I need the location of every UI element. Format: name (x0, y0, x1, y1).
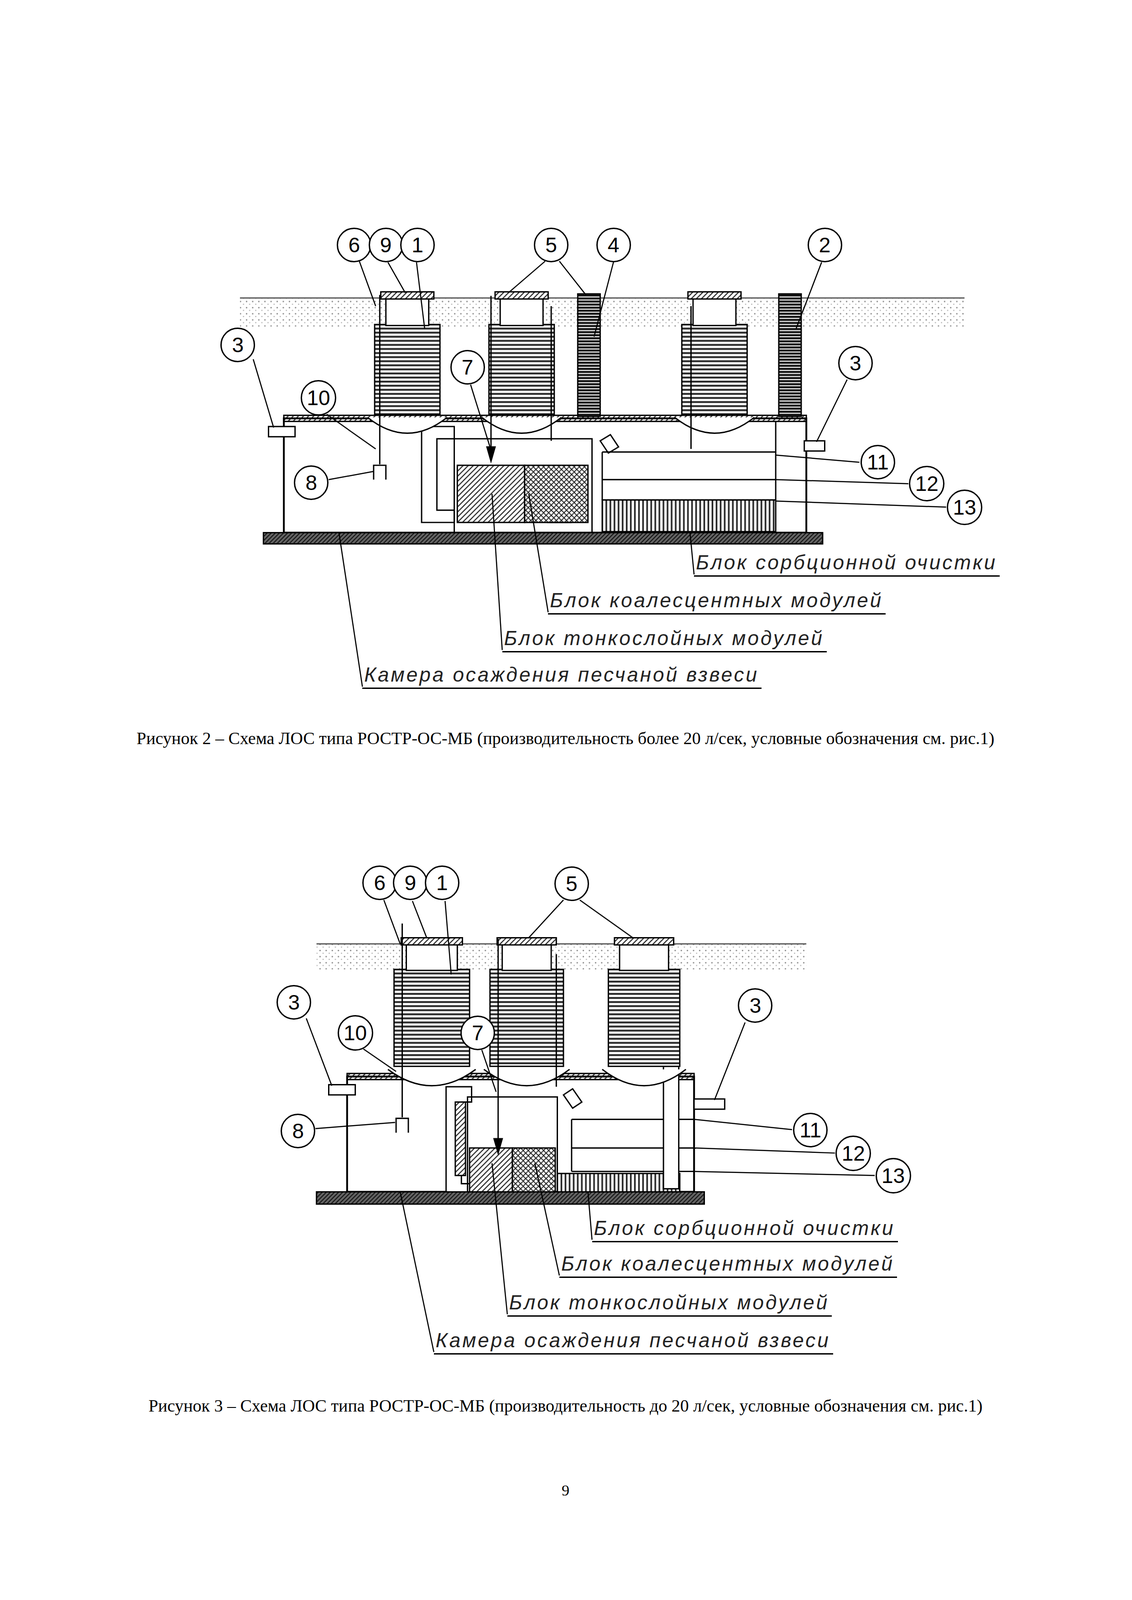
callout-circle: 3 (276, 985, 312, 1020)
block-label: Камера осаждения песчаной взвеси (362, 663, 762, 689)
block-label: Блок коалесцентных модулей (547, 589, 886, 615)
callout-number: 11 (799, 1119, 822, 1141)
callout-circle: 3 (838, 345, 873, 381)
callout-number: 3 (288, 991, 301, 1013)
callout-circle: 7 (460, 1015, 496, 1051)
block-label: Блок сорбционной очистки (693, 551, 1000, 577)
callout-circle: 1 (424, 865, 460, 901)
callout-circle: 8 (280, 1113, 316, 1149)
callout-number: 4 (607, 234, 620, 256)
callout-number: 9 (404, 872, 417, 894)
figure-caption: Рисунок 2 – Схема ЛОС типа РОСТР-ОС-МБ (… (127, 725, 1004, 751)
callout-circle: 10 (300, 380, 337, 416)
callout-number: 11 (866, 451, 889, 473)
callout-circle: 12 (835, 1135, 872, 1172)
page-number: 9 (561, 1481, 570, 1500)
callout-circle: 5 (533, 227, 569, 263)
figure-caption: Рисунок 3 – Схема ЛОС типа РОСТР-ОС-МБ (… (127, 1393, 1004, 1419)
callout-number: 9 (380, 234, 392, 256)
figure-3-leaders (306, 900, 875, 1353)
callout-number: 12 (915, 473, 939, 495)
callout-circle: 11 (860, 444, 896, 480)
callout-number: 10 (306, 387, 330, 409)
callout-circle: 3 (737, 988, 773, 1023)
callout-circle: 1 (400, 227, 435, 263)
block-label: Камера осаждения песчаной взвеси (433, 1329, 834, 1355)
callout-number: 1 (411, 234, 424, 256)
figure-2-leaders (253, 261, 947, 688)
callout-circle: 9 (368, 227, 404, 263)
callout-number: 5 (565, 873, 578, 895)
callout-circle: 4 (596, 227, 632, 263)
callout-number: 7 (471, 1022, 484, 1044)
callout-circle: 13 (875, 1158, 912, 1194)
callout-circle: 3 (220, 327, 256, 363)
callout-number: 13 (953, 496, 977, 518)
callout-circle: 13 (946, 489, 983, 526)
callout-number: 2 (819, 234, 831, 256)
callout-number: 3 (749, 995, 762, 1017)
callout-number: 7 (461, 356, 474, 378)
callout-number: 8 (305, 472, 318, 494)
callout-number: 13 (881, 1165, 905, 1187)
callout-circle: 6 (362, 865, 397, 901)
figure-2-plant (239, 292, 965, 544)
callout-circle: 8 (293, 465, 329, 501)
callout-circle: 12 (908, 465, 945, 502)
callout-circle: 5 (554, 866, 590, 902)
callout-number: 6 (373, 872, 386, 894)
callout-number: 5 (545, 234, 558, 256)
block-label: Блок тонкослойных модулей (502, 626, 827, 653)
callout-circle: 7 (450, 349, 486, 385)
callout-circle: 9 (392, 865, 428, 901)
block-label: Блок тонкослойных модулей (507, 1291, 832, 1317)
callout-number: 1 (436, 872, 449, 894)
callout-circle: 10 (337, 1015, 374, 1051)
block-label: Блок коалесцентных модулей (559, 1252, 898, 1279)
callout-number: 12 (841, 1142, 866, 1164)
callout-circle: 2 (807, 227, 843, 263)
block-label: Блок сорбционной очистки (592, 1216, 898, 1243)
callout-number: 8 (292, 1120, 304, 1142)
callout-number: 6 (348, 234, 360, 256)
callout-circle: 11 (792, 1112, 828, 1148)
figure-3-plant (316, 923, 807, 1205)
callout-number: 10 (343, 1022, 367, 1044)
callout-number: 3 (849, 352, 862, 374)
callout-circle: 6 (336, 227, 372, 263)
callout-number: 3 (231, 334, 244, 356)
